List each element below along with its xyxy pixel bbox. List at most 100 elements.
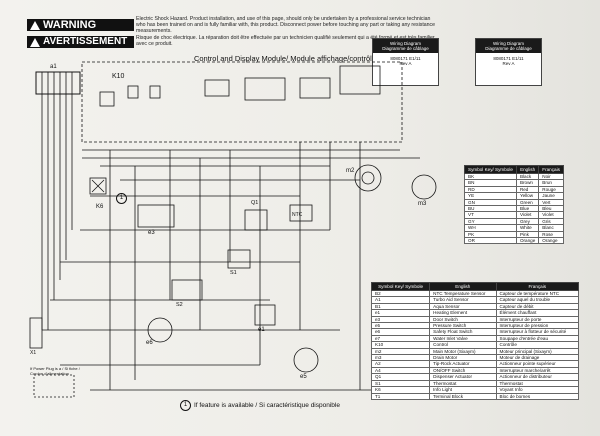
- color-key-cell: Jaune: [538, 192, 564, 200]
- terminal-block-a1: [35, 71, 81, 95]
- label-e1: e1: [258, 327, 265, 333]
- component-key-cell: Bloc de bornes: [495, 392, 580, 400]
- heating-element-e1: [254, 304, 276, 326]
- wd-part: 8080171 E1/11: [493, 56, 524, 61]
- drain-motor-m3: [411, 174, 437, 200]
- color-key-cell: Violet: [515, 211, 540, 219]
- color-key-cell: White: [515, 224, 540, 232]
- component-key-cell: Actionneur de distributeur: [495, 373, 580, 381]
- col-header: English: [515, 165, 540, 174]
- dispenser-q1: [244, 209, 268, 231]
- label-m2: m2: [346, 168, 355, 174]
- label-x1: X1: [30, 350, 37, 356]
- warning-label: WARNING: [43, 19, 97, 31]
- label-k6: K6: [96, 204, 104, 210]
- color-key-cell: Brown: [515, 179, 540, 187]
- color-key-cell: Rose: [538, 230, 564, 239]
- k10-connectors: [99, 65, 381, 107]
- footnote: 1 If feature is available / Si caractéri…: [180, 400, 340, 411]
- door-switch-e3: [137, 204, 175, 228]
- color-key-cell: Rouge: [538, 185, 564, 194]
- wd-part: 8080171 E1/11: [390, 56, 421, 61]
- color-key-cell: Gris: [538, 217, 564, 226]
- component-key-cell: Moteur de drainage: [495, 354, 580, 362]
- component-key-cell: Soupape d'entrée d'eau: [495, 334, 580, 343]
- info-light-k6: [89, 177, 107, 195]
- component-key-cell: Capteur aquel du trouble: [495, 296, 580, 304]
- wd-subtitle: Diagramme de câblage: [485, 46, 532, 51]
- float-switch-e6: [147, 317, 173, 343]
- component-key-cell: Moteur principal (Sixaym): [495, 347, 580, 356]
- color-key-cell: Violet: [538, 211, 564, 219]
- ntc-sensor-b2: [289, 204, 313, 222]
- color-key-cell: Grey: [515, 217, 540, 226]
- color-key-cell: Blanc: [538, 224, 564, 232]
- color-key-cell: Bleu: [538, 204, 564, 213]
- label-k10: K10: [112, 73, 125, 80]
- color-key-cell: Pink: [515, 230, 540, 239]
- terminal-block-t1: [29, 317, 43, 349]
- color-key-cell: Vert: [538, 198, 564, 207]
- wd-rev: Rev A: [502, 61, 515, 66]
- pressure-switch-e5: [293, 347, 319, 373]
- wd-rev: Rev A: [399, 61, 412, 66]
- component-key-cell: Capteur de température NTC: [495, 289, 580, 298]
- main-bus-wires: [41, 94, 73, 330]
- diagram-title: Control and Display Module/ Module affic…: [193, 54, 377, 63]
- footnote-text: If feature is available / Si caractérist…: [194, 402, 340, 409]
- control-module-k10: [81, 61, 403, 143]
- component-key-cell: Interrupteur de porte: [495, 315, 580, 324]
- label-a1: a1: [50, 64, 57, 70]
- color-key-cell: OR: [464, 237, 517, 245]
- a1-terminals: [41, 72, 73, 94]
- label-e6: e6: [146, 340, 153, 346]
- warning-text-en: Electric Shock Hazard. Product installat…: [136, 16, 436, 34]
- component-key-cell: Actionneur pointe supérieur: [495, 360, 580, 368]
- component-key-cell: Interrupteur de pression: [495, 321, 580, 330]
- component-key-cell: Terminal Block: [429, 392, 497, 400]
- component-key-cell: Interrupteur à flotteur de sécurité: [495, 328, 580, 336]
- color-key-cell: Orange: [538, 237, 564, 245]
- avertissement-label: AVERTISSEMENT: [43, 36, 128, 47]
- label-m3: m3: [418, 201, 427, 207]
- label-q1: Q1: [251, 200, 259, 206]
- power-plug-outline: [33, 374, 75, 398]
- wd-subtitle: Diagramme de câblage: [382, 46, 429, 51]
- color-key-cell: Green: [515, 198, 540, 207]
- color-key-cell: Yellow: [515, 192, 540, 200]
- col-header: Symbol Key/ Symbole: [370, 282, 431, 291]
- component-key-cell: Interrupteur marche/arrêt: [495, 366, 580, 375]
- label-s1: S1: [230, 270, 237, 276]
- footnote-marker: 1: [180, 400, 191, 411]
- color-key-cell: Noir: [538, 172, 564, 181]
- color-key-cell: Orange: [515, 237, 540, 245]
- label-ntc: NTC: [292, 212, 303, 218]
- warning-triangle-icon: [30, 20, 40, 30]
- harness-wires: [42, 142, 420, 391]
- main-motor-m2: [354, 164, 382, 192]
- avertissement-badge: AVERTISSEMENT: [27, 36, 134, 48]
- col-header: Français: [495, 282, 580, 291]
- col-header: Symbol Key/ Symbole: [464, 165, 517, 174]
- warning-triangle-icon: [30, 37, 40, 47]
- label-e5: e5: [300, 374, 307, 380]
- wd-title: Wiring Diagram: [389, 41, 421, 46]
- feature-marker: 1: [116, 186, 127, 204]
- color-key-cell: Red: [515, 185, 540, 194]
- wd-title: Wiring Diagram: [492, 41, 524, 46]
- switch-s2: [171, 279, 203, 301]
